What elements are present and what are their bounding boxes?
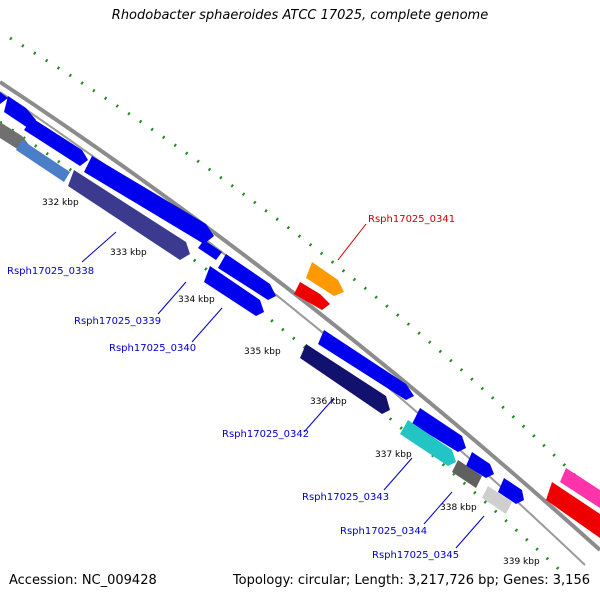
gene-arrow-darkgrey[interactable] [452,460,482,488]
gene-arrow-lightblue[interactable] [16,140,70,182]
gene-arrow[interactable] [318,330,414,400]
gene-arrow[interactable] [466,452,494,478]
leader-line-0343 [383,457,413,491]
kbp-label-335: 335 kbp [244,347,281,357]
gene-arrow[interactable] [84,156,214,244]
gene-arrow-navy[interactable] [300,344,390,414]
kbp-label-336: 336 kbp [310,397,347,407]
other-genes [0,122,600,538]
leader-line-0339 [157,281,187,315]
gene-arrow-pink[interactable] [560,468,600,508]
gene-label-0341[interactable]: Rsph17025_0341 [368,214,455,225]
gene-label-0340[interactable]: Rsph17025_0340 [109,343,196,354]
gene-arrow-orange[interactable] [306,262,344,296]
gene-arrow-red-2[interactable] [546,482,600,538]
kbp-tick-labels: 332 kbp 333 kbp 334 kbp 335 kbp 336 kbp … [42,198,540,567]
gene-arrow[interactable] [204,266,264,316]
leader-line-0340 [191,307,223,343]
leader-line-0338 [81,231,117,263]
gene-label-0344[interactable]: Rsph17025_0344 [340,526,427,537]
gene-arrow[interactable] [0,92,8,104]
leader-line-0341 [337,223,367,261]
gene-label-0342[interactable]: Rsph17025_0342 [222,429,309,440]
gene-label-0343[interactable]: Rsph17025_0343 [302,492,389,503]
kbp-label-338: 338 kbp [440,503,477,513]
gene-arrow-lightgrey[interactable] [482,486,512,514]
gene-label-0345[interactable]: Rsph17025_0345 [372,550,459,561]
gene-label-0339[interactable]: Rsph17025_0339 [74,316,161,327]
backbone-outer-line [0,80,600,552]
outer-tick-track [9,36,597,497]
gene-arrow-red[interactable] [294,282,330,310]
kbp-label-332: 332 kbp [42,198,79,208]
gene-arrow[interactable] [412,408,466,452]
kbp-label-339: 339 kbp [503,557,540,567]
label-leader-lines [81,223,485,549]
forward-genes [0,92,524,504]
gene-arrow[interactable] [498,478,524,504]
gene-arrow[interactable] [4,96,36,128]
gene-labels: Rsph17025_0338 Rsph17025_0339 Rsph17025_… [7,214,459,561]
kbp-label-337: 337 kbp [375,450,412,460]
gene-arrow-indigo[interactable] [68,170,190,260]
gene-arrow[interactable] [198,240,222,260]
gene-label-0338[interactable]: Rsph17025_0338 [7,266,94,277]
map-title: Rhodobacter sphaeroides ATCC 17025, comp… [111,8,489,23]
accession-text: Accession: NC_009428 [9,573,157,588]
kbp-label-334: 334 kbp [178,295,215,305]
leader-line-0345 [455,515,485,549]
leader-line-0342 [303,397,335,433]
gene-arrow-cyan[interactable] [400,420,456,466]
leader-line-0344 [423,491,453,525]
genome-summary-text: Topology: circular; Length: 3,217,726 bp… [232,573,590,588]
kbp-label-333: 333 kbp [110,248,147,258]
gene-arrow[interactable] [24,118,88,166]
gene-arrow[interactable] [218,254,276,300]
